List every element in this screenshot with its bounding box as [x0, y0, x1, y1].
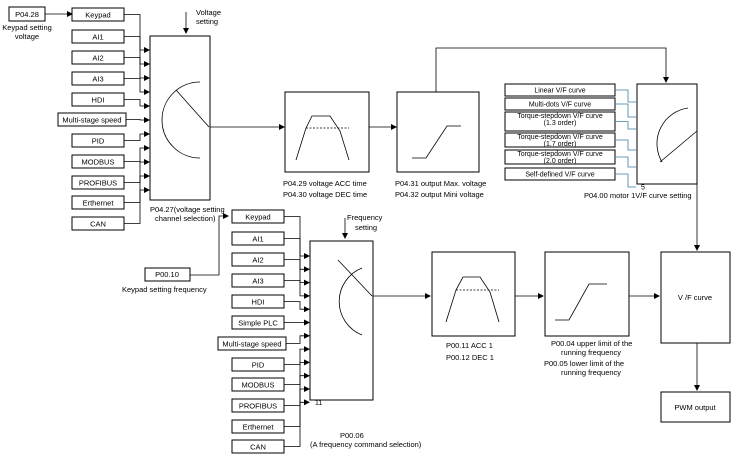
voltage-setting-label-1: Voltage	[196, 8, 221, 17]
freq-upper-caption-2: running frequency	[561, 348, 621, 357]
freq-selector-switch-icon	[337, 259, 373, 297]
voltage-keypad-param: P04.28	[15, 10, 39, 19]
pwm-output-label: PWM output	[674, 403, 716, 412]
voltage-selector-switch-icon	[175, 89, 210, 128]
vf-curve-2-label: Torque-stepdown V/F curve	[517, 113, 603, 120]
freq-lower-caption-1: P00.05 lower limit of the	[544, 359, 624, 368]
vf-curve-4-label: Torque-stepdown V/F curve	[517, 151, 603, 158]
vf-curve-0-label: Linear V/F curve	[534, 88, 585, 95]
freq-source-pid: PID	[252, 361, 265, 370]
voltage-selector-arc-icon	[161, 81, 201, 159]
voltage-source-hdi: HDI	[92, 96, 105, 105]
freq-source-can: CAN	[250, 443, 266, 452]
freq-acc-caption: P00.11 ACC 1	[446, 341, 493, 350]
voltage-source-modbus: MODBUS	[82, 158, 115, 167]
freq-ramp-icon	[445, 276, 500, 323]
freq-ramp-block	[431, 251, 516, 337]
freq-setting-label-1: Frequency	[347, 213, 383, 222]
voltage-source-can: CAN	[90, 220, 106, 229]
freq-source-keypad: Keypad	[245, 213, 270, 222]
vf-curve-selector	[636, 83, 698, 185]
voltage-acc-caption: P04.29 voltage ACC time	[283, 179, 367, 188]
vf-curve-2-label: (1.3 order)	[544, 120, 577, 127]
voltage-setting-label-2: setting	[196, 17, 218, 26]
voltage-keypad-note-1: Keypad setting	[2, 23, 52, 32]
freq-keypad-param: P00.10	[155, 270, 179, 279]
freq-source-ai1: AI1	[252, 235, 263, 244]
voltage-source-list: Keypad0AI11AI22AI33HDI4Multi-stage speed…	[57, 7, 163, 231]
freq-limit-icon	[555, 283, 607, 321]
freq-keypad-param-box	[144, 267, 191, 282]
voltage-dec-caption: P04.30 voltage DEC time	[283, 190, 367, 199]
freq-channel-number: 11	[315, 400, 322, 407]
vf-block-label: V /F curve	[678, 293, 712, 302]
frequency-section: P00.10 Keypad setting frequency Frequenc…	[122, 209, 660, 454]
vf-curve-3-label: (1.7 order)	[544, 141, 577, 148]
vf-section: Linear V/F curve0Multi-dots V/F curve1To…	[504, 83, 731, 423]
voltage-source-pid: PID	[92, 137, 105, 146]
freq-upper-caption-1: P00.04 upper limit of the	[551, 339, 632, 348]
freq-setting-label-2: setting	[355, 223, 377, 232]
voltage-source-keypad: Keypad	[85, 11, 110, 20]
freq-source-ai2: AI2	[252, 256, 263, 265]
voltage-limit-icon	[412, 125, 461, 159]
freq-source-multi-stage-speed: Multi-stage speed	[222, 340, 281, 349]
voltage-selector-caption-1: P04.27(voltage setting	[150, 205, 225, 214]
voltage-source-ai1: AI1	[92, 33, 103, 42]
freq-source-profibus: PROFIBUS	[239, 402, 277, 411]
vf-selector-arc-icon	[656, 107, 689, 163]
freq-lower-caption-2: running frequency	[561, 368, 621, 377]
voltage-selector-caption-2: channel selection)	[155, 214, 216, 223]
vf-curve-1-label: Multi-dots V/F curve	[529, 102, 591, 109]
freq-keypad-note: Keypad setting frequency	[122, 285, 207, 294]
freq-source-erthernet: Erthernet	[243, 423, 275, 432]
voltage-limit-block	[396, 91, 480, 173]
voltage-source-ai2: AI2	[92, 54, 103, 63]
voltage-source-multi-stage-speed: Multi-stage speed	[62, 116, 121, 125]
voltage-source-ai3: AI3	[92, 75, 103, 84]
voltage-section: P04.28 Keypad setting voltage Voltage se…	[2, 6, 669, 231]
voltage-max-caption: P04.31 output Max. voltage	[395, 179, 486, 188]
freq-source-ai3: AI3	[252, 277, 263, 286]
freq-selector-arc-icon	[338, 267, 363, 336]
voltage-min-caption: P04.32 output Mini voltage	[395, 190, 484, 199]
freq-channel-selector	[309, 240, 374, 401]
voltage-channel-selector	[149, 35, 211, 201]
vf-selector-caption: P04.00 motor 1V/F curve setting	[584, 191, 692, 200]
vf-curve-4-label: (2.0 order)	[544, 158, 577, 165]
pwm-output-block	[660, 391, 731, 423]
freq-source-list: Keypad0AI11AI22AI33HDI4Simple PLC5Multi-…	[217, 209, 323, 454]
freq-selector-caption-2: (A frequency command selection)	[310, 440, 422, 449]
voltage-keypad-note-2: voltage	[15, 32, 39, 41]
vf-curve-3-label: Torque-stepdown V/F curve	[517, 134, 603, 141]
vf-curve-block	[660, 251, 731, 344]
voltage-source-erthernet: Erthernet	[83, 199, 115, 208]
freq-dec-caption: P00.12 DEC 1	[446, 353, 494, 362]
voltage-ramp-block	[284, 91, 370, 173]
freq-source-modbus: MODBUS	[242, 381, 275, 390]
vf-curve-list: Linear V/F curve0Multi-dots V/F curve1To…	[504, 83, 645, 192]
freq-selector-caption-1: P00.06	[340, 431, 364, 440]
vf-curve-5-label: Self-defined V/F curve	[525, 172, 594, 179]
freq-source-simple-plc: Simple PLC	[238, 319, 278, 328]
vf-curve-number: 5	[641, 185, 645, 192]
vf-selector-switch-icon	[659, 130, 698, 163]
voltage-ramp-icon	[295, 115, 350, 161]
freq-source-hdi: HDI	[252, 298, 265, 307]
voltage-source-profibus: PROFIBUS	[79, 179, 117, 188]
freq-limit-block	[544, 251, 630, 337]
